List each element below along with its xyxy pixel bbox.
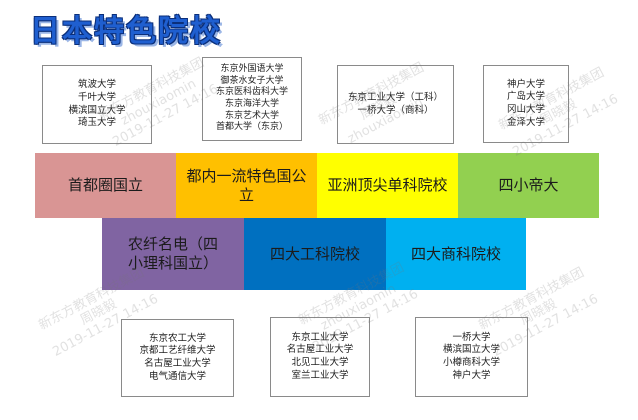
note-line: 东京工业大学 (291, 331, 349, 343)
top-note-3: 东京工业大学（工科） 一桥大学（商科） (337, 65, 454, 144)
note-line: 广岛大学 (506, 91, 545, 103)
note-line: 名古屋工业大学 (144, 358, 211, 369)
band-label: 四小帝大 (498, 176, 559, 194)
note-line: 东京艺术大学 (224, 110, 279, 121)
band-asia: 亚洲顶尖单科院校 (317, 153, 458, 218)
band-kogyo: 四大工科院校 (244, 218, 386, 290)
top-note-4: 神户大学 广岛大学 冈山大学 金泽大学 (483, 65, 569, 143)
note-line: 千叶大学 (77, 91, 116, 103)
note-line: 金泽大学 (506, 116, 545, 128)
band-label: 四大商科院校 (410, 244, 501, 263)
note-line: 横滨国立大学 (442, 344, 500, 356)
band-nosen: 农纤名电（四小理科国立） (102, 218, 244, 290)
note-line: 东京农工大学 (148, 332, 206, 344)
note-line: 东京工业大学（工科） (347, 91, 443, 103)
note-line: 首都大学（东京） (215, 122, 288, 133)
note-line: 东京医科齿科大学 (215, 87, 288, 98)
band-shutoken: 首都圈国立 (35, 153, 176, 218)
bottom-note-3: 一桥大学 横滨国立大学 小樽商科大学 神户大学 (415, 317, 528, 397)
note-line: 一桥大学 (452, 331, 491, 343)
top-note-2: 东京外国语大学 御茶水女子大学 东京医科齿科大学 东京海洋大学 东京艺术大学 首… (202, 57, 302, 141)
band-tonai: 都内一流特色国公立 (176, 153, 317, 218)
note-line: 神户大学 (506, 78, 545, 90)
note-line: 琦玉大学 (77, 117, 116, 129)
bottom-note-2: 东京工业大学 名古屋工业大学 北见工业大学 室兰工业大学 (270, 317, 370, 397)
note-line: 小樽商科大学 (442, 357, 500, 368)
note-line: 东京海洋大学 (224, 99, 279, 109)
top-note-1: 筑波大学 千叶大学 横滨国立大学 琦玉大学 (42, 65, 152, 144)
bottom-note-1: 东京农工大学 京都工艺纤维大学 名古屋工业大学 电气通信大学 (121, 319, 234, 397)
band-label: 四大工科院校 (269, 244, 360, 263)
note-line: 一桥大学（商科） (357, 104, 434, 116)
band-label: 农纤名电（四小理科国立） (127, 235, 218, 272)
note-line: 室兰工业大学 (291, 369, 349, 381)
note-line: 御茶水女子大学 (220, 75, 284, 86)
note-line: 冈山大学 (506, 104, 545, 115)
note-line: 电气通信大学 (148, 370, 206, 382)
note-line: 京都工艺纤维大学 (139, 345, 216, 357)
band-shoka: 四大商科院校 (386, 218, 526, 290)
note-line: 横滨国立大学 (68, 104, 126, 116)
note-line: 北见工业大学 (291, 357, 349, 368)
band-label: 亚洲顶尖单科院校 (327, 176, 448, 194)
note-line: 筑波大学 (77, 79, 116, 91)
note-line: 神户大学 (452, 369, 491, 381)
note-line: 东京外国语大学 (220, 64, 284, 75)
page-title: 日本特色院校 (30, 14, 222, 49)
band-yonsho: 四小帝大 (458, 153, 599, 218)
band-label: 首都圈国立 (67, 176, 143, 194)
note-line: 名古屋工业大学 (286, 344, 354, 356)
band-label: 都内一流特色国公立 (186, 166, 307, 204)
